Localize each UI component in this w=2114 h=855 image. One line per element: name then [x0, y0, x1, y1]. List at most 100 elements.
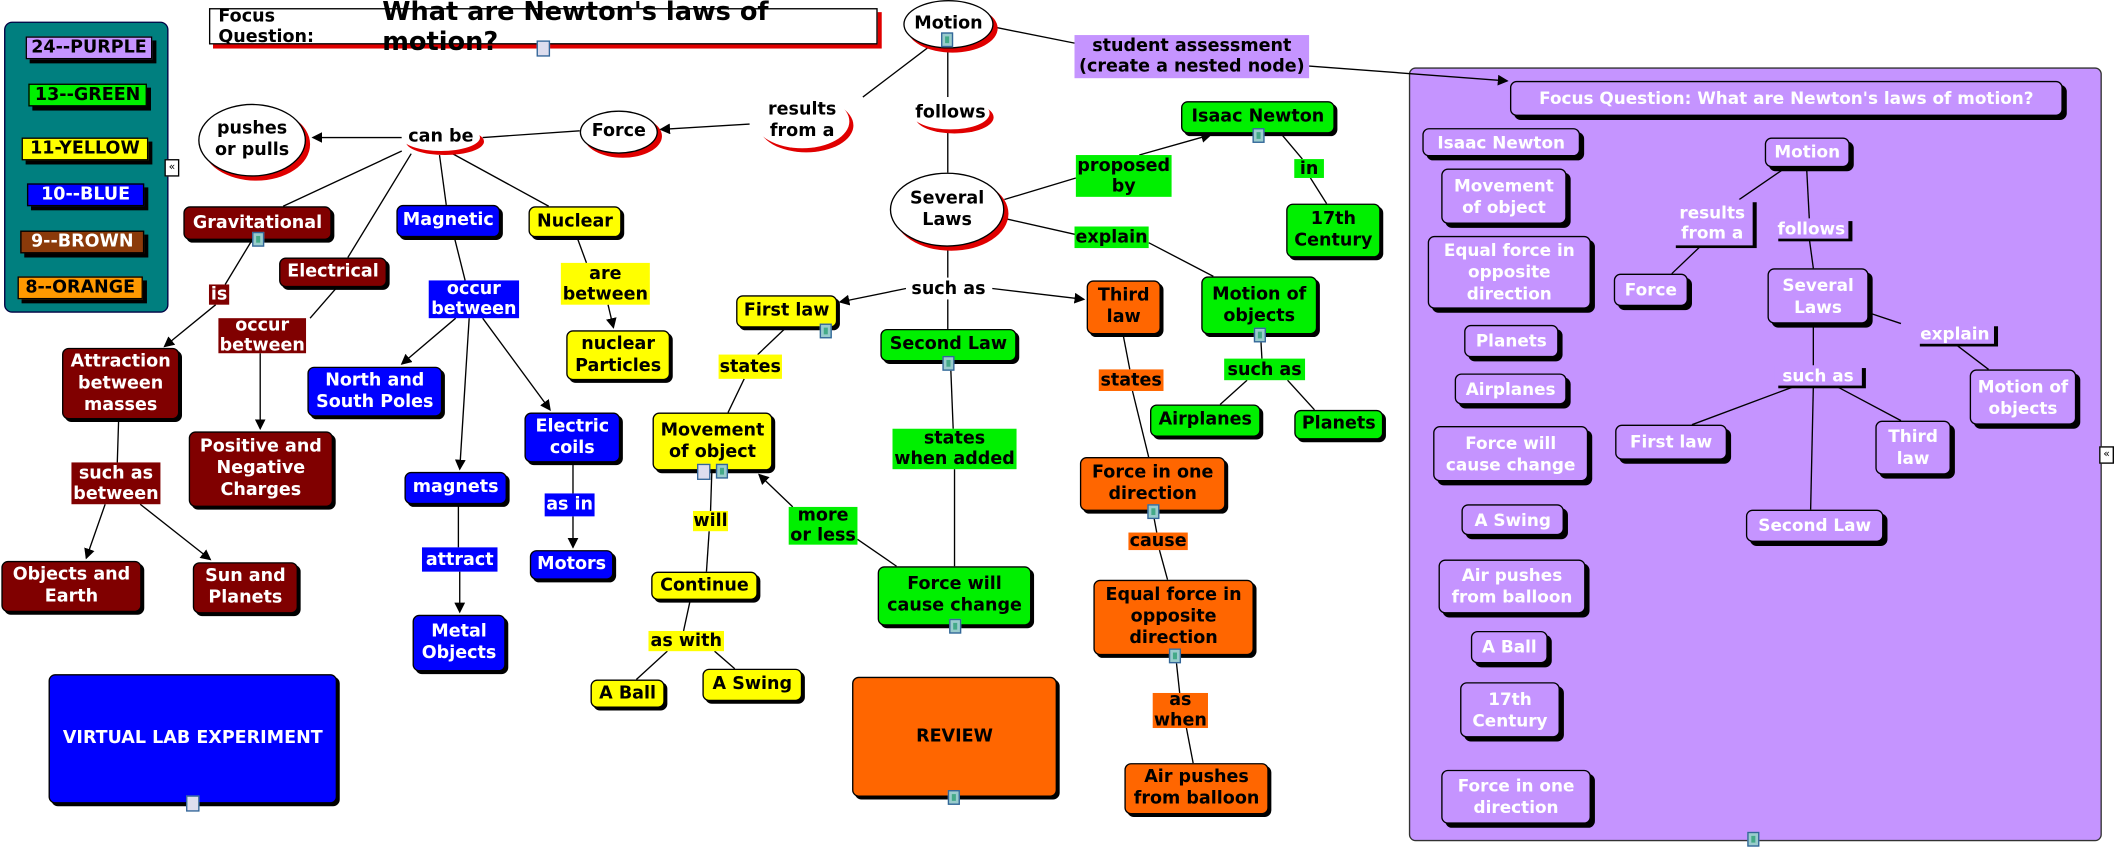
link-results-from-a[interactable]: results from a — [754, 94, 850, 149]
node-positive-negative-charges[interactable]: Positive and Negative Charges — [188, 431, 334, 507]
node-isaac-newton[interactable]: Isaac Newton — [1181, 101, 1335, 134]
link-states-when-added[interactable]: states when added — [892, 428, 1017, 470]
legend-purple[interactable]: 24--PURPLE — [25, 36, 153, 60]
node-planets[interactable]: Planets — [1294, 409, 1384, 440]
link-occur-between-brown[interactable]: occur between — [218, 315, 307, 356]
panel-link-follows[interactable]: follows — [1774, 218, 1849, 239]
link-such-as-between[interactable]: such as between — [71, 462, 161, 505]
node-a-ball[interactable]: A Ball — [590, 679, 665, 708]
film-icon[interactable] — [947, 790, 960, 805]
link-as-in[interactable]: as in — [544, 493, 595, 517]
film-icon[interactable] — [819, 323, 832, 339]
panel-node-force-one-direction[interactable]: Force in one direction — [1441, 769, 1591, 824]
document-icon[interactable] — [697, 463, 711, 480]
review-button[interactable]: REVIEW — [852, 676, 1057, 797]
panel-node-equal-force[interactable]: Equal force in opposite direction — [1427, 235, 1591, 309]
film-icon[interactable] — [1747, 831, 1760, 847]
panel-node-airplanes[interactable]: Airplanes — [1454, 373, 1567, 405]
node-airplanes[interactable]: Airplanes — [1150, 404, 1261, 437]
panel-link-such-as[interactable]: such as — [1774, 365, 1862, 386]
collapse-panel-icon[interactable]: « — [2099, 446, 2114, 464]
node-motion-of-objects[interactable]: Motion of objects — [1201, 276, 1318, 335]
film-icon[interactable] — [1252, 128, 1265, 143]
link-more-or-less[interactable]: more or less — [788, 505, 858, 547]
legend-orange[interactable]: 8--ORANGE — [17, 276, 143, 300]
node-equal-force[interactable]: Equal force in opposite direction — [1093, 579, 1254, 656]
link-proposed-by[interactable]: proposed by — [1075, 155, 1172, 197]
panel-node-second-law[interactable]: Second Law — [1745, 509, 1884, 542]
node-nuclear[interactable]: Nuclear — [528, 206, 622, 238]
panel-node-force-will[interactable]: Force will cause change — [1433, 426, 1589, 482]
node-nuclear-particles[interactable]: nuclear Particles — [566, 330, 671, 381]
node-sun-and-planets[interactable]: Sun and Planets — [192, 562, 298, 614]
panel-focus-question[interactable]: Focus Question: What are Newton's laws o… — [1509, 80, 2063, 116]
film-icon[interactable] — [1253, 327, 1266, 343]
link-occur-between-blue[interactable]: occur between — [428, 279, 520, 320]
node-first-law[interactable]: First law — [736, 295, 838, 328]
panel-node-movement[interactable]: Movement of object — [1441, 168, 1567, 224]
link-such-as[interactable]: such as — [905, 277, 991, 300]
panel-link-results-from-a[interactable]: results from a — [1671, 199, 1753, 246]
panel-node-a-ball[interactable]: A Ball — [1470, 630, 1548, 664]
panel-node-several-laws[interactable]: Several Laws — [1767, 268, 1869, 324]
node-force[interactable]: Force — [579, 110, 658, 154]
link-in[interactable]: in — [1294, 158, 1324, 179]
panel-node-17th-century[interactable]: 17th Century — [1460, 682, 1560, 738]
link-can-be[interactable]: can be — [401, 124, 480, 151]
link-is[interactable]: is — [208, 284, 230, 305]
panel-node-isaac-newton[interactable]: Isaac Newton — [1422, 128, 1581, 157]
panel-node-motion[interactable]: Motion — [1764, 137, 1850, 168]
node-pushes-or-pulls[interactable]: pushes or pulls — [198, 103, 307, 177]
panel-node-first-law[interactable]: First law — [1615, 424, 1728, 460]
link-student-assessment[interactable]: student assessment (create a nested node… — [1074, 35, 1310, 79]
node-force-will-cause-change[interactable]: Force will cause change — [877, 566, 1032, 626]
link-states-yellow[interactable]: states — [718, 354, 782, 379]
node-north-south-poles[interactable]: North and South Poles — [307, 366, 443, 417]
virtual-lab-experiment-button[interactable]: VIRTUAL LAB EXPERIMENT — [48, 674, 338, 804]
node-force-in-one-direction[interactable]: Force in one direction — [1079, 457, 1226, 511]
link-such-as-green[interactable]: such as — [1224, 358, 1306, 381]
link-as-with[interactable]: as with — [648, 630, 724, 652]
panel-node-air-pushes[interactable]: Air pushes from balloon — [1438, 559, 1586, 614]
film-icon[interactable] — [715, 463, 729, 479]
legend-yellow[interactable]: 11-YELLOW — [21, 137, 149, 161]
focus-question-box[interactable]: Focus Question: What are Newton's laws o… — [208, 0, 878, 56]
node-continue[interactable]: Continue — [651, 571, 758, 600]
panel-node-motion-of-objects[interactable]: Motion of objects — [1969, 369, 2077, 425]
panel-node-a-swing[interactable]: A Swing — [1461, 504, 1564, 536]
node-17th-century[interactable]: 17th Century — [1286, 203, 1381, 258]
link-will[interactable]: will — [692, 510, 729, 532]
document-icon[interactable] — [186, 795, 200, 812]
film-icon[interactable] — [1168, 648, 1182, 664]
node-motors[interactable]: Motors — [529, 550, 614, 580]
film-icon[interactable] — [1147, 504, 1160, 520]
node-attraction-between-masses[interactable]: Attraction between masses — [62, 347, 180, 420]
legend-blue[interactable]: 10--BLUE — [26, 183, 145, 207]
node-third-law[interactable]: Third law — [1086, 280, 1161, 335]
link-as-when[interactable]: as when — [1152, 690, 1208, 731]
node-air-pushes[interactable]: Air pushes from balloon — [1124, 763, 1269, 815]
legend-brown[interactable]: 9--BROWN — [20, 230, 145, 254]
panel-node-third-law[interactable]: Third law — [1875, 420, 1951, 475]
link-explain[interactable]: explain — [1074, 226, 1149, 249]
node-magnets[interactable]: magnets — [404, 471, 507, 505]
node-several-laws[interactable]: Several Laws — [889, 172, 1005, 247]
node-magnetic[interactable]: Magnetic — [396, 204, 501, 238]
link-follows[interactable]: follows — [911, 97, 990, 130]
panel-node-force[interactable]: Force — [1613, 273, 1688, 307]
node-movement-of-object[interactable]: Movement of object — [652, 412, 773, 471]
node-electrical[interactable]: Electrical — [279, 257, 387, 288]
link-states-orange[interactable]: states — [1098, 369, 1164, 391]
node-electric-coils[interactable]: Electric coils — [524, 412, 621, 463]
node-metal-objects[interactable]: Metal Objects — [412, 614, 506, 672]
film-icon[interactable] — [941, 32, 954, 48]
link-cause[interactable]: cause — [1128, 531, 1188, 552]
legend-green[interactable]: 13--GREEN — [28, 83, 147, 107]
link-are-between[interactable]: are between — [560, 262, 650, 305]
film-icon[interactable] — [949, 618, 962, 634]
film-icon[interactable] — [942, 355, 955, 371]
link-attract[interactable]: attract — [421, 547, 498, 572]
document-icon[interactable] — [536, 40, 551, 57]
node-objects-and-earth[interactable]: Objects and Earth — [1, 560, 142, 613]
film-icon[interactable] — [252, 231, 265, 247]
